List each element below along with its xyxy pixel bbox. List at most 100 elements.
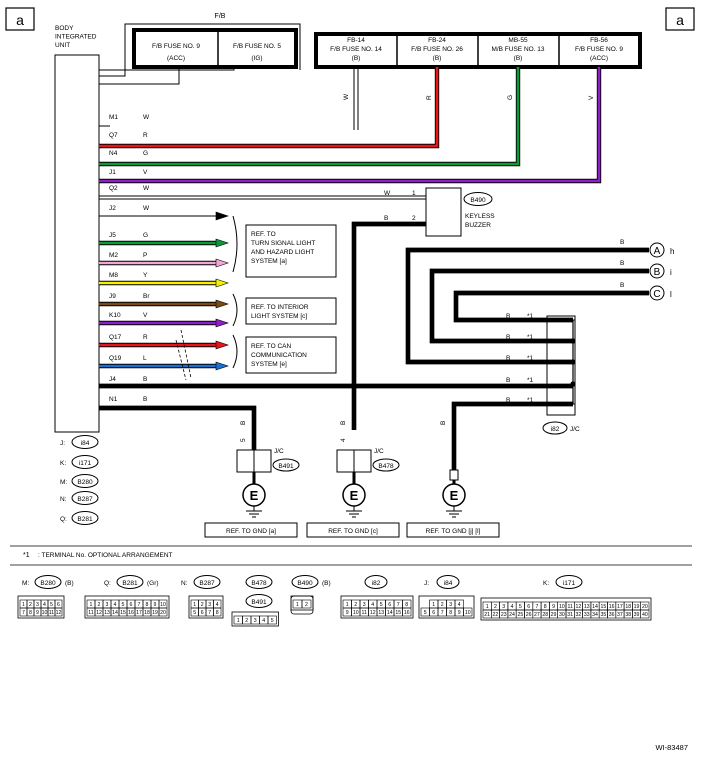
connector-face-pin: 40 [642,612,648,618]
ref-box-text: AND HAZARD LIGHT [251,249,314,256]
connector-legend-id: i84 [81,440,90,447]
unit-pin-label: J4 [109,376,116,383]
main-fuse-sub: (B) [352,55,361,62]
main-fuse-name: M/B FUSE NO. 13 [491,46,544,53]
signal-arrow-K10 [215,318,229,328]
link-letter: C [653,289,660,300]
unit-pin-label: J2 [109,205,116,212]
unit-pin-wire-color: B [143,376,147,383]
jc-i82-id: i82 [551,426,560,433]
connector-face-b490-body [290,595,314,615]
wire-n4-green-core [99,67,520,166]
connector-face-pin: 2 [29,602,32,608]
connector-face-pin: 5 [122,602,125,608]
document-code: WI-83487 [655,743,688,752]
unit-pin-label: K10 [109,312,121,319]
unit-pin-wire-color: R [143,334,148,341]
connector-legend-oval [71,491,99,505]
connector-face-pin: 6 [432,610,435,616]
connector-face-oval [193,575,221,589]
connector-face-pin: 12 [370,610,376,616]
connector-face-cell [267,615,277,625]
connector-face-pin: 15 [120,610,126,616]
connector-face-pin: 9 [552,604,555,610]
connector-legend-id: B281 [77,516,93,523]
connector-legend-oval [71,474,99,488]
connector-face-pin: 5 [519,604,522,610]
wire-buzzer-ground [351,221,426,430]
ref-box-text: TURN SIGNAL LIGHT [251,240,315,247]
connector-face-pin: 6 [388,602,391,608]
can-twist-dash-a [180,329,192,379]
connector-face-pin: 19 [152,610,158,616]
connector-face-pin: 35 [600,612,606,618]
corner-tag-right-box [665,7,695,31]
wire-q7-red-core [99,67,439,148]
connector-face-prefix: M: [22,580,29,587]
connector-face-pin: 4 [216,602,219,608]
fb-label: F/B [215,13,226,20]
ground-terminal [449,469,459,481]
connector-face-pin: 5 [193,610,196,616]
ref-box-text: REF. TO [251,231,276,238]
ground-wire-color: B [340,421,347,425]
main-fuse-name: F/B FUSE NO. 9 [575,46,623,53]
ground-symbol-letter: E [350,488,359,503]
signal-arrow-Q19 [215,361,229,371]
connector-face-pin: 3 [254,618,257,624]
ref-box-text: COMMUNICATION [251,352,307,359]
i82-row-note: *1 [527,355,534,362]
connector-face-id: B280 [40,580,56,587]
ref-box-text: SYSTEM [a] [251,258,287,265]
connector-face-pin: 31 [567,612,573,618]
body-integrated-unit-label: UNIT [55,42,70,49]
ground-conn-id: B491 [278,463,294,470]
connector-face-pin: 16 [609,604,615,610]
unit-pin-wire-color: Y [143,272,148,279]
connector-face-oval [364,575,388,589]
connector-face-pin: 2 [494,604,497,610]
unit-pin-label: N1 [109,396,118,403]
unit-pin-wire-color: P [143,252,147,259]
connector-face-pin: 13 [104,610,110,616]
wire-q7-red-outline [99,67,440,149]
signal-arrow-J2 [215,211,229,221]
unit-pin-label: Q7 [109,132,118,139]
fb-fuse-name: F/B FUSE NO. 9 [152,43,200,50]
connector-face-pin: 30 [559,612,565,618]
ground-conn-oval [272,458,300,472]
fb-feed-ig-line [99,67,235,71]
connector-face-pin: 7 [441,610,444,616]
connector-face-pin: 3 [36,602,39,608]
connector-face-pin: 2 [305,602,308,608]
signal-arrow-M8 [215,278,229,288]
connector-face-pin: 2 [245,618,248,624]
connector-legend-id: i171 [79,460,92,467]
wire-n1-black [99,405,257,450]
wire-buzzer-ground-outline [351,221,426,430]
connector-face-id: i82 [372,580,381,587]
main-fuse-sub: (B) [514,55,523,62]
connector-face-pin: 20 [642,604,648,610]
i82-row-note: *1 [527,313,534,320]
ref-box [245,297,337,325]
connector-face-pin: 9 [458,610,461,616]
unit-pin-wire-color: R [143,132,148,139]
connector-face-pin: 10 [160,602,166,608]
unit-pin-label: J9 [109,293,116,300]
main-fuse-name: F/B FUSE NO. 14 [330,46,382,53]
connector-face-outline [188,595,224,619]
connector-face-pin: 4 [511,604,514,610]
connector-face-pin: 12 [56,610,62,616]
connector-face-cell [213,607,222,617]
unit-pin-label: Q17 [109,334,122,341]
ref-bracket [232,334,238,369]
i82-row-wire-color: B [506,377,510,384]
wire-n1-black-outline [99,405,257,450]
connector-face-pin: 9 [154,602,157,608]
connector-face-outline [418,595,475,619]
unit-pin-wire-color: G [143,150,148,157]
connector-face-oval [116,575,144,589]
connector-face-pin: 9 [36,610,39,616]
connector-face-suffix: (B) [65,580,74,587]
